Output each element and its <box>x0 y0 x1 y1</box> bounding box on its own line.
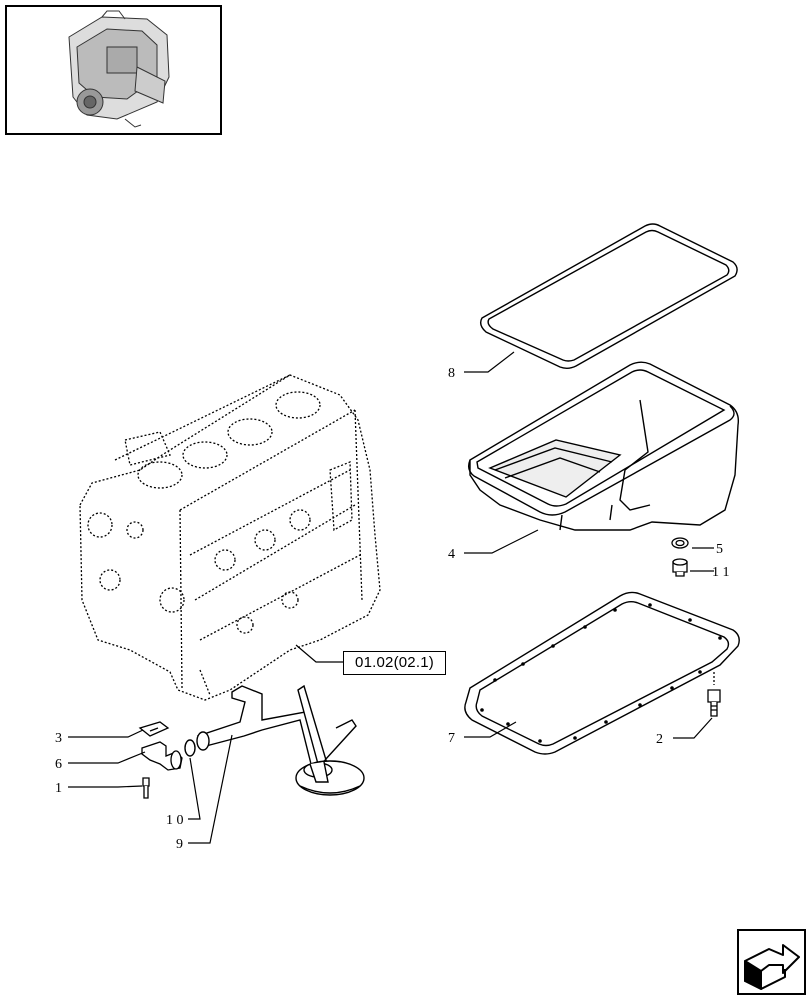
callout-5: 5 <box>716 542 723 557</box>
callout-2: 2 <box>656 732 663 747</box>
reference-leader <box>295 644 343 663</box>
engine-thumbnail <box>5 5 222 135</box>
top-gasket <box>479 223 738 369</box>
pan-bolt <box>707 672 721 717</box>
next-page-button[interactable] <box>737 929 806 995</box>
callout-1: 1 <box>55 781 62 796</box>
lower-pan-frame <box>464 591 740 755</box>
o-ring <box>184 739 196 757</box>
engine-block-drawing <box>79 374 381 701</box>
drain-plug-washer <box>671 537 689 577</box>
next-page-arrow-icon <box>744 944 800 990</box>
callout-labels: 8 4 5 1 1 7 2 3 6 1 1 0 9 <box>55 366 730 852</box>
callout-3: 3 <box>55 731 62 746</box>
callout-11: 1 1 <box>712 565 730 580</box>
callout-6: 6 <box>55 757 62 772</box>
assembly-reference-link[interactable]: 01.02(02.1) <box>343 651 446 675</box>
small-parts <box>138 721 183 799</box>
callout-7: 7 <box>448 731 455 746</box>
callout-9: 9 <box>176 837 183 852</box>
callout-8: 8 <box>448 366 455 381</box>
callout-4: 4 <box>448 547 455 562</box>
oil-pan <box>467 361 740 531</box>
callout-leaders <box>68 351 714 844</box>
oil-suction-pipe <box>196 684 365 796</box>
callout-10: 1 0 <box>166 813 184 828</box>
